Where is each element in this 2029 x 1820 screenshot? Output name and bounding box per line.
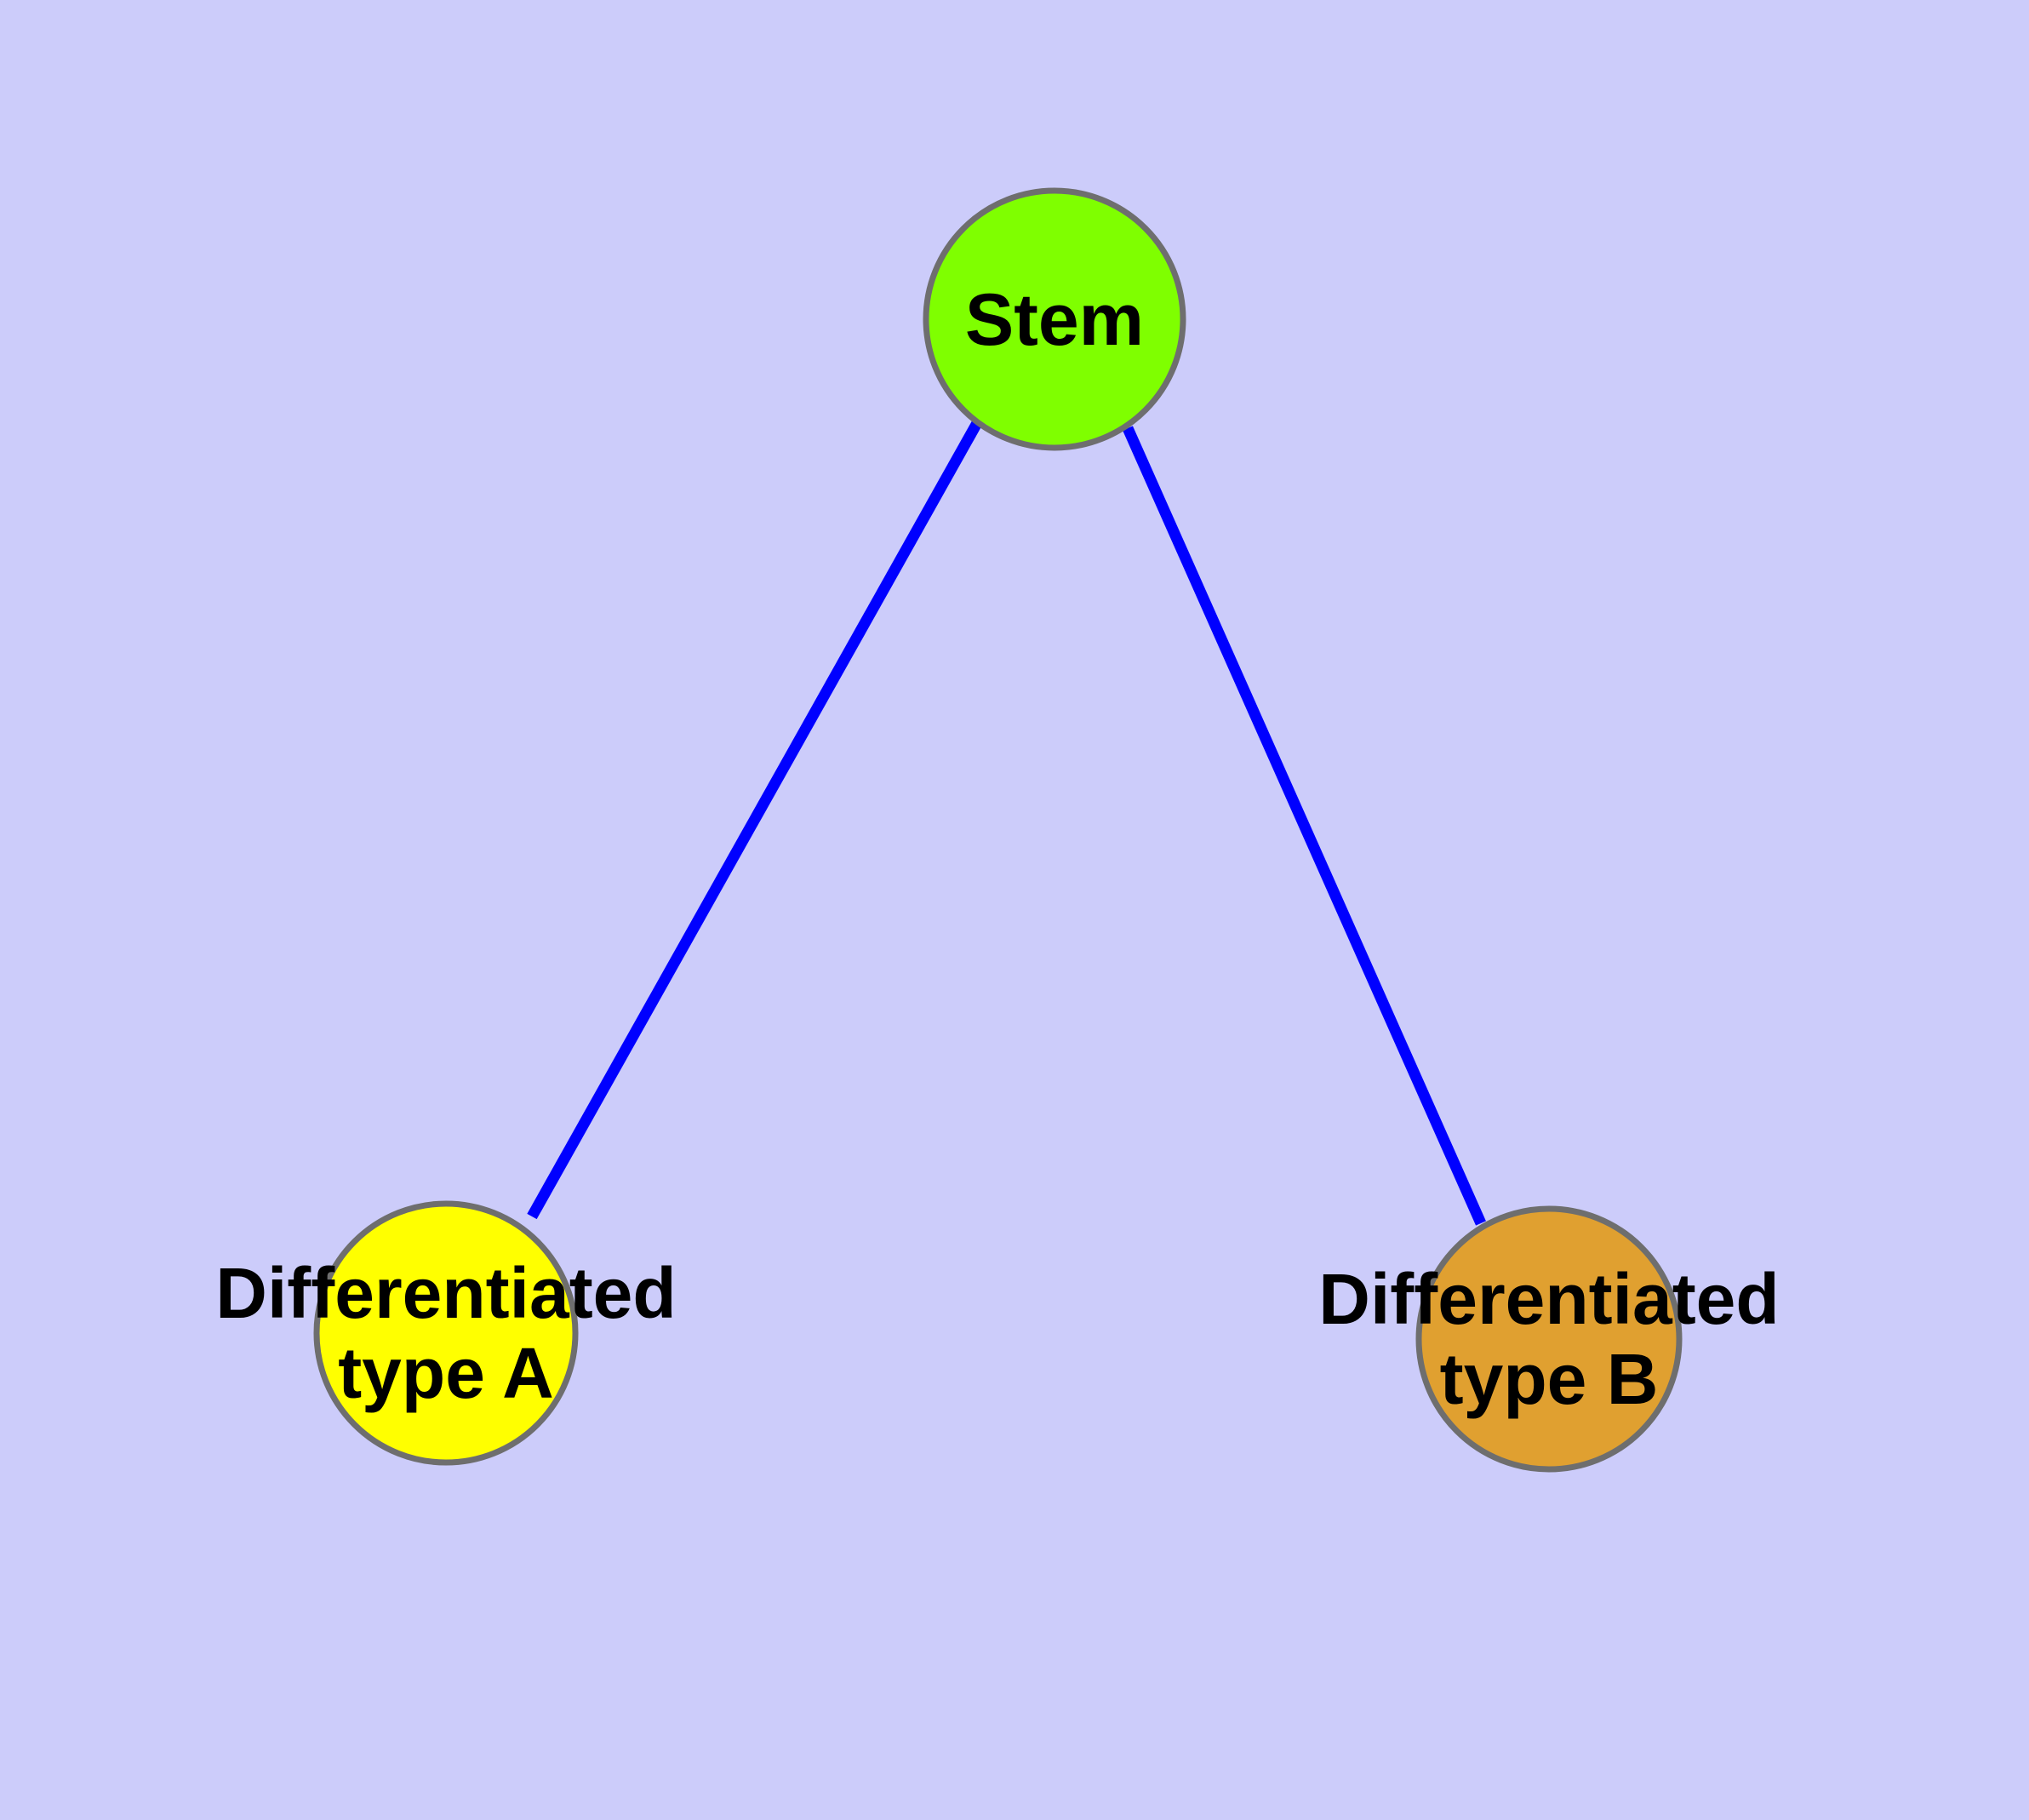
node-differentiated-type-a[interactable] — [313, 1200, 579, 1466]
edge-stem-to-type-a[interactable] — [527, 420, 982, 1220]
node-stem[interactable] — [923, 187, 1186, 451]
nodes-group — [313, 187, 1683, 1473]
node-differentiated-type-b[interactable] — [1415, 1205, 1683, 1473]
edges-group — [527, 420, 1486, 1226]
edge-stem-to-type-b[interactable] — [1123, 426, 1486, 1226]
